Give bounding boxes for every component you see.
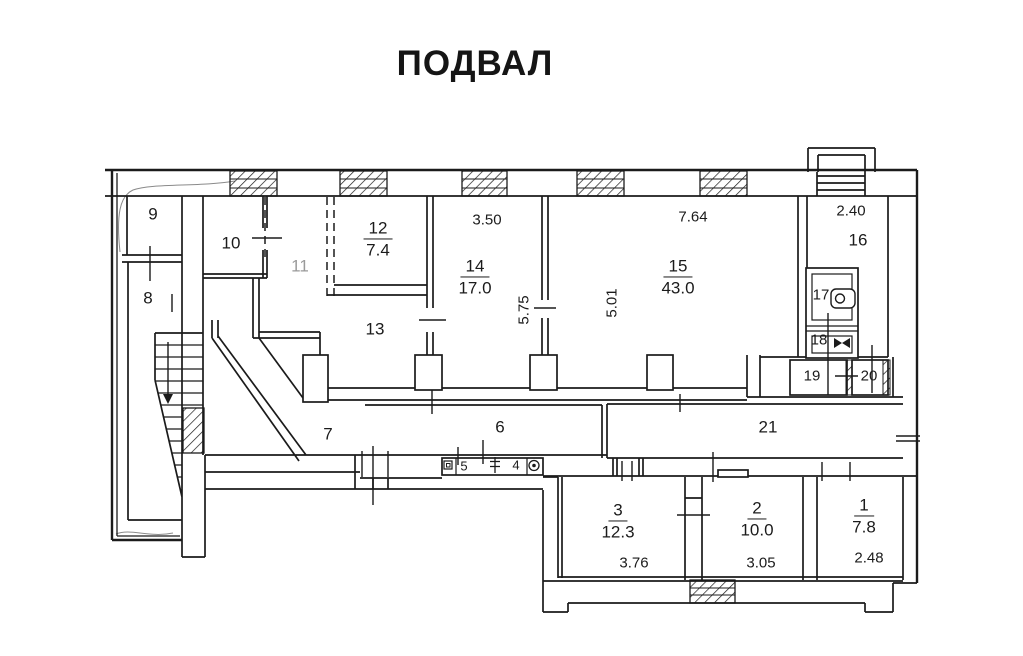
- room-label-7: 7: [323, 424, 333, 444]
- page-title: ПОДВАЛ: [396, 44, 554, 83]
- room-label-4: 4: [512, 457, 520, 473]
- room-label-17: 17: [812, 286, 830, 304]
- hatch-strip: [845, 359, 853, 396]
- dimension-label-2.40: 2.40: [836, 202, 866, 220]
- room-18-box: [811, 335, 853, 354]
- dimension-label-2.48: 2.48: [854, 549, 884, 567]
- outer-walls-thin: [116, 173, 180, 537]
- outer-walls: [105, 168, 919, 583]
- room-20-box: [851, 359, 889, 396]
- interior-walls: [105, 147, 917, 613]
- room-label-13: 13: [365, 319, 385, 339]
- dimension-label-7.64: 7.64: [678, 208, 708, 226]
- room-label-8: 8: [143, 288, 153, 308]
- dimension-label-3.05: 3.05: [746, 554, 776, 572]
- cabinet-icon-inner: [446, 463, 451, 468]
- stairs-down-arrow-icon: [163, 394, 173, 404]
- room-label-19: 19: [803, 367, 821, 385]
- dashed-partitions: [264, 197, 335, 296]
- room-label-10: 10: [221, 233, 241, 253]
- room-label-6: 6: [495, 417, 505, 437]
- dimension-label-5.01: 5.01: [603, 288, 621, 318]
- dimension-label-3.76: 3.76: [619, 554, 649, 572]
- closet-strip: [441, 457, 544, 476]
- pillars: [302, 354, 749, 478]
- room-label-20: 20: [860, 367, 878, 385]
- door-ticks: [149, 237, 920, 516]
- room-label-11: 11: [291, 256, 309, 276]
- sanitary-block: [789, 267, 891, 396]
- dimension-label-3.50: 3.50: [472, 211, 502, 229]
- freehand-ground-lines: [115, 180, 236, 535]
- room-label-5: 5: [460, 458, 468, 474]
- toilet-icon-bowl: [834, 293, 846, 304]
- hatch-window-icons: [182, 170, 748, 604]
- room-label-21: 21: [758, 417, 778, 437]
- staircase: [155, 342, 203, 478]
- room-label-16: 16: [848, 230, 868, 250]
- sink-cross-icon: [490, 457, 500, 473]
- room2-door-tab: [717, 469, 749, 478]
- valve-icon: [834, 338, 850, 348]
- drain-icon-center: [532, 463, 536, 468]
- room-label-9: 9: [148, 204, 158, 224]
- stair-hatch: [182, 407, 205, 454]
- room-19-box: [789, 359, 848, 396]
- bottom-wall-hatch: [689, 579, 736, 604]
- hatch-strip: [882, 359, 891, 396]
- dimension-label-5.75: 5.75: [515, 295, 533, 325]
- room-label-18: 18: [810, 331, 828, 349]
